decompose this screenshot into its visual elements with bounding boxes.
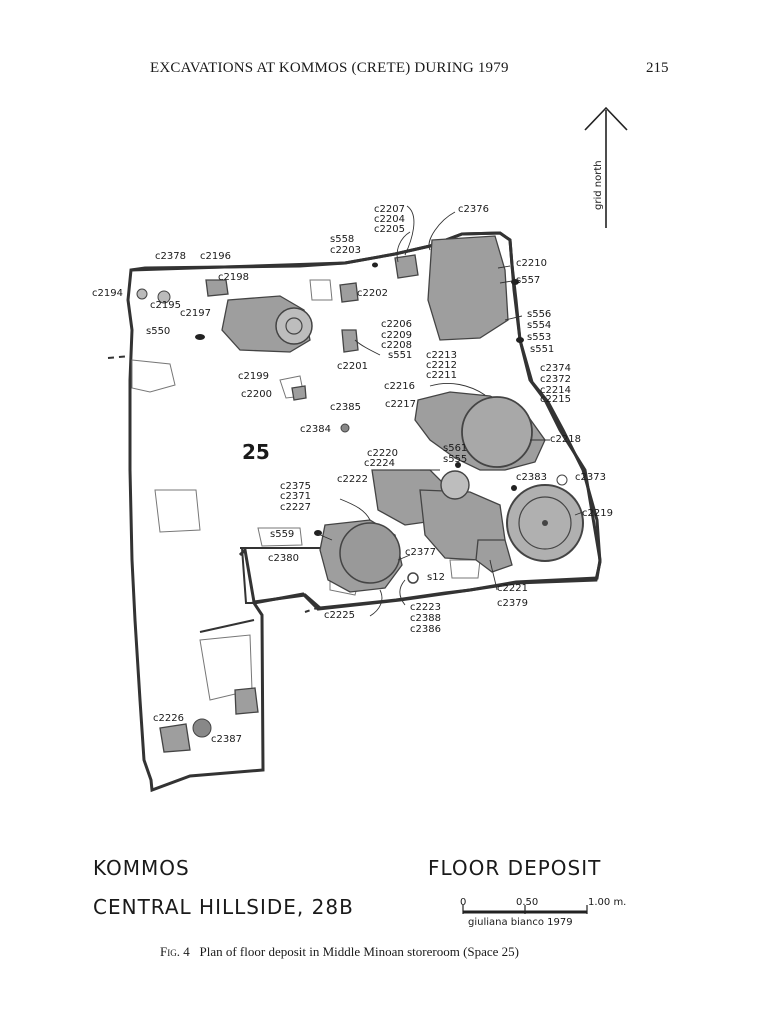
find-label: s558 [330, 234, 354, 245]
find-label: c2224 [364, 458, 395, 469]
find-label: c2207 [374, 204, 405, 215]
find-label: c2388 [410, 613, 441, 624]
find-label: c2374 [540, 363, 571, 374]
find-label: c2199 [238, 371, 269, 382]
find-label: c2384 [300, 424, 331, 435]
find-label: c2218 [550, 434, 581, 445]
find-label: c2377 [405, 547, 436, 558]
find-label: s553 [527, 332, 551, 343]
find-label: c2372 [540, 374, 571, 385]
find-label: c2210 [516, 258, 547, 269]
find-label: c2196 [200, 251, 231, 262]
find-label: c2385 [330, 402, 361, 413]
find-label: c2387 [211, 734, 242, 745]
find-label: c2219 [582, 508, 613, 519]
find-label: c2197 [180, 308, 211, 319]
leader-lines [317, 205, 584, 617]
scale-tick-100: 1.00 m. [588, 897, 626, 908]
find-label: c2227 [280, 502, 311, 513]
find-label: s561 [443, 443, 467, 454]
scale-tick-0: 0 [460, 897, 466, 908]
small-finds [195, 262, 524, 536]
scale-bar: 0 0.50 1.00 m. giuliana bianco 1979 [460, 897, 626, 928]
caption-text: Plan of floor deposit in Middle Minoan s… [199, 944, 520, 959]
pithos-jars [136, 288, 584, 738]
find-label: c2201 [337, 361, 368, 372]
find-label: c2380 [268, 553, 299, 564]
find-label: c2206 [381, 319, 412, 330]
find-label: c2202 [357, 288, 388, 299]
find-label: c2373 [575, 472, 606, 483]
site-area: CENTRAL HILLSIDE, 28B [93, 895, 354, 919]
find-label: c2209 [381, 330, 412, 341]
find-label: c2212 [426, 360, 457, 371]
inner-walls [199, 547, 320, 633]
find-label: c2217 [385, 399, 416, 410]
find-label: s559 [270, 529, 294, 540]
find-label: s554 [527, 320, 551, 331]
vessel-deposits [159, 235, 546, 753]
find-label: s550 [146, 326, 170, 337]
find-label: c2214 [540, 385, 571, 396]
north-label: grid north [593, 160, 604, 210]
north-arrow-icon: grid north [584, 106, 628, 228]
find-label: c2204 [374, 214, 405, 225]
site-name: KOMMOS [93, 856, 190, 880]
find-label: c2378 [155, 251, 186, 262]
find-label: c2205 [374, 224, 405, 235]
find-label: c2375 [280, 481, 311, 492]
find-label: c2200 [241, 389, 272, 400]
find-label: s551 [530, 344, 554, 355]
find-label: s556 [527, 309, 551, 320]
find-label: c2194 [92, 288, 123, 299]
find-label: c2223 [410, 602, 441, 613]
scale-credit: giuliana bianco 1979 [468, 917, 573, 928]
find-label: c2198 [218, 272, 249, 283]
find-label: c2222 [337, 474, 368, 485]
find-label: c2225 [324, 610, 355, 621]
find-label: s555 [443, 454, 467, 465]
find-label: c2203 [330, 245, 361, 256]
dashed-edges [107, 355, 321, 613]
plan-title: FLOOR DEPOSIT [428, 856, 602, 880]
find-label: c2211 [426, 370, 457, 381]
find-label: c2386 [410, 624, 441, 635]
find-label: s551 [388, 350, 412, 361]
find-label: c2226 [153, 713, 184, 724]
running-title: EXCAVATIONS AT KOMMOS (CRETE) DURING 197… [150, 60, 509, 76]
find-label: c2376 [458, 204, 489, 215]
stone-outlines [131, 279, 481, 701]
find-label: c2221 [497, 583, 528, 594]
find-label: c2220 [367, 448, 398, 459]
scale-tick-050: 0.50 [516, 897, 538, 908]
find-label: c2213 [426, 350, 457, 361]
find-label: c2195 [150, 300, 181, 311]
find-label: c2208 [381, 340, 412, 351]
find-label: s12 [427, 572, 445, 583]
find-label: c2379 [497, 598, 528, 609]
find-label: c2383 [516, 472, 547, 483]
space-number: 25 [242, 440, 270, 464]
figure-number: Fig. 4 [160, 944, 190, 959]
find-label: c2371 [280, 491, 311, 502]
find-label: s557 [516, 275, 540, 286]
find-label: c2215 [540, 394, 571, 405]
find-label: c2216 [384, 381, 415, 392]
page-number: 215 [646, 60, 669, 76]
figure-caption: Fig. 4 Plan of floor deposit in Middle M… [160, 944, 519, 960]
